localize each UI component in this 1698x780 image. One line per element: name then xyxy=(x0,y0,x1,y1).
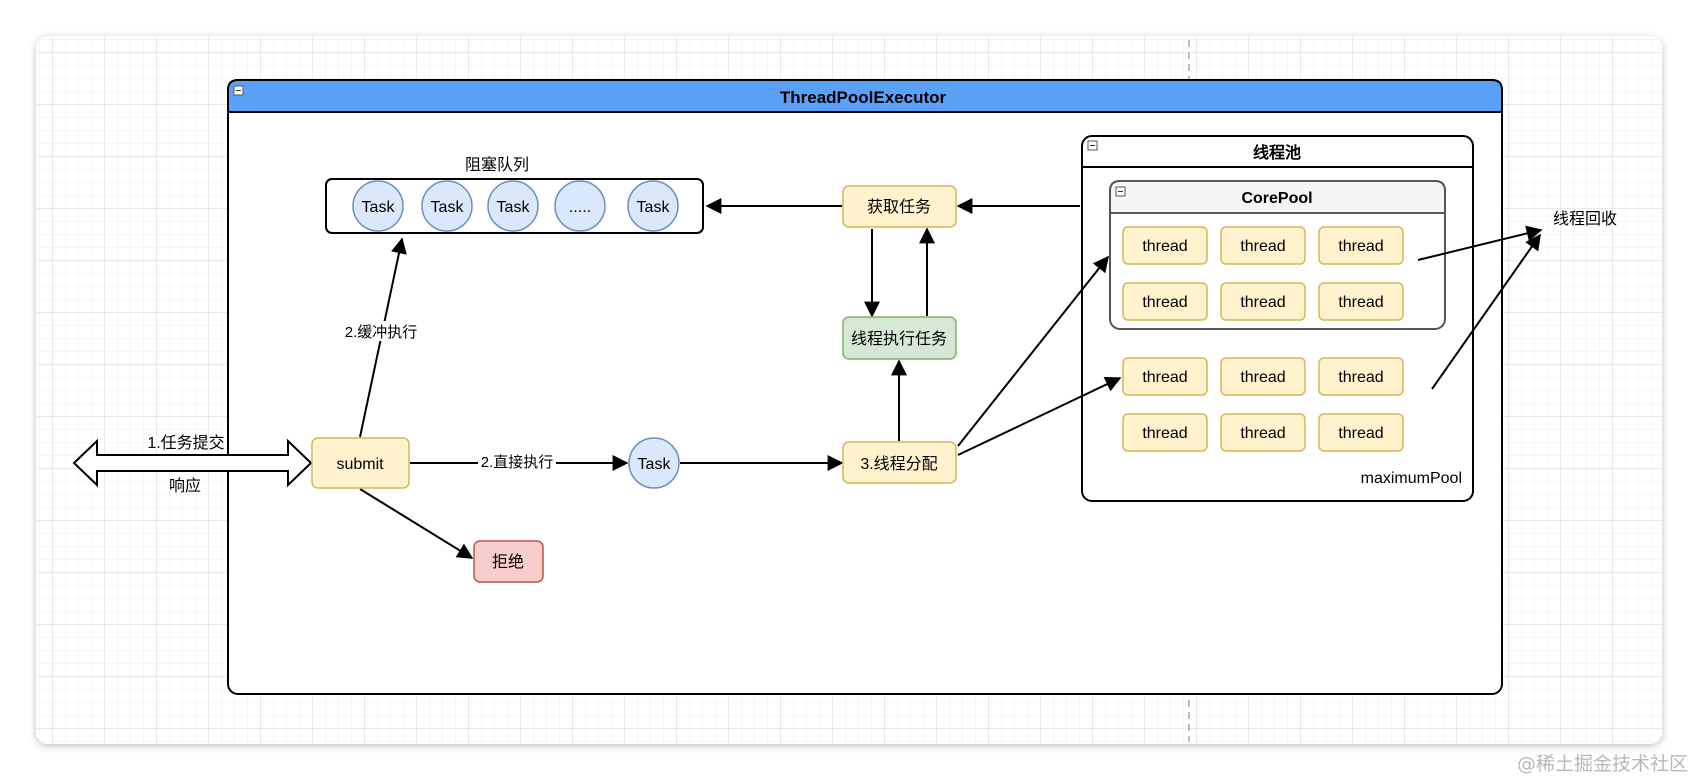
execute-task-node[interactable]: 线程执行任务 xyxy=(842,316,957,360)
edge-recycle-extra xyxy=(1431,233,1541,390)
recycle-label: 线程回收 xyxy=(1553,210,1617,228)
dispatch-node[interactable]: 3.线程分配 xyxy=(842,441,957,484)
queue-task-item[interactable]: Task xyxy=(627,180,679,232)
thread-box[interactable]: thread xyxy=(1220,413,1306,452)
get-task-node[interactable]: 获取任务 xyxy=(842,185,957,228)
submit-label: submit xyxy=(336,456,384,473)
queue-task-item[interactable]: Task xyxy=(352,180,404,232)
thread-box[interactable]: thread xyxy=(1318,413,1404,452)
edge-label-response: 响应 xyxy=(169,476,201,495)
thread-label: thread xyxy=(1142,238,1187,255)
queue-task-label: Task xyxy=(637,199,671,216)
thread-box[interactable]: thread xyxy=(1122,226,1208,265)
thread-label: thread xyxy=(1240,238,1285,255)
thread-label: thread xyxy=(1338,294,1383,311)
edge-reject xyxy=(359,488,474,559)
thread-box[interactable]: thread xyxy=(1122,413,1208,452)
queue-task-label: Task xyxy=(497,199,531,216)
queue-task-item[interactable]: Task xyxy=(487,180,539,232)
edge-recycle-core xyxy=(1417,225,1543,261)
thread-label: thread xyxy=(1240,369,1285,386)
thread-box[interactable]: thread xyxy=(1122,282,1208,321)
thread-label: thread xyxy=(1142,294,1187,311)
edge-dispatch-core xyxy=(957,255,1109,447)
submit-node[interactable]: submit xyxy=(311,437,410,489)
queue-task-label: Task xyxy=(362,199,396,216)
queue-task-label: Task xyxy=(431,199,465,216)
queue-task-item[interactable]: ..... xyxy=(554,180,606,232)
thread-label: thread xyxy=(1338,425,1383,442)
thread-label: thread xyxy=(1240,425,1285,442)
thread-box[interactable]: thread xyxy=(1318,282,1404,321)
queue-label: 阻塞队列 xyxy=(465,156,529,174)
maximum-pool-label: maximumPool xyxy=(1361,470,1462,487)
thread-box[interactable]: thread xyxy=(1318,226,1404,265)
watermark: @稀土掘金技术社区 xyxy=(1516,753,1688,775)
direct-task-node[interactable]: Task xyxy=(628,437,680,489)
edge-dispatch-extra xyxy=(957,376,1122,456)
thread-pool-title: 线程池 xyxy=(1253,143,1301,162)
queue-task-label: ..... xyxy=(569,199,591,216)
thread-label: thread xyxy=(1338,238,1383,255)
thread-label: thread xyxy=(1338,369,1383,386)
thread-label: thread xyxy=(1240,294,1285,311)
thread-box[interactable]: thread xyxy=(1318,357,1404,396)
thread-box[interactable]: thread xyxy=(1122,357,1208,396)
executor-title: ThreadPoolExecutor xyxy=(780,88,947,107)
queue-task-item[interactable]: Task xyxy=(421,180,473,232)
thread-box[interactable]: thread xyxy=(1220,282,1306,321)
edge-label-submit: 1.任务提交 xyxy=(147,434,224,452)
core-pool-title: CorePool xyxy=(1241,190,1312,207)
submit-response-arrow xyxy=(72,438,313,488)
thread-label: thread xyxy=(1142,369,1187,386)
dispatch-label: 3.线程分配 xyxy=(860,455,937,473)
thread-box[interactable]: thread xyxy=(1220,357,1306,396)
direct-task-label: Task xyxy=(638,456,672,473)
reject-label: 拒绝 xyxy=(492,553,524,571)
reject-node[interactable]: 拒绝 xyxy=(473,540,544,583)
thread-box[interactable]: thread xyxy=(1220,226,1306,265)
edge-label-buffer: 2.缓冲执行 xyxy=(345,324,418,341)
get-task-label: 获取任务 xyxy=(867,198,931,216)
edge-label-direct: 2.直接执行 xyxy=(481,454,554,471)
execute-task-label: 线程执行任务 xyxy=(851,330,947,348)
thread-label: thread xyxy=(1142,425,1187,442)
